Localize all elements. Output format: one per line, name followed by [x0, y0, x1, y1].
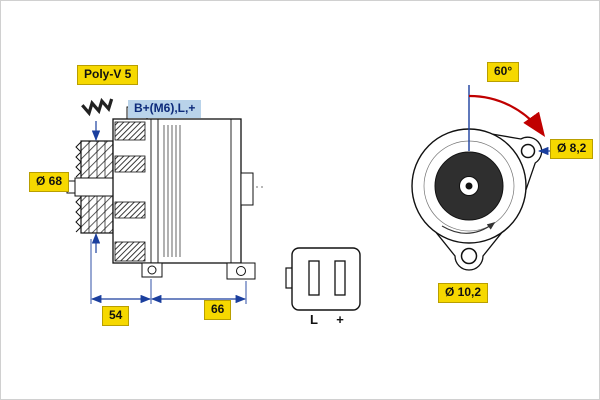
- angle-arc-arrow: [468, 94, 546, 137]
- connector-pin-l-label: L: [310, 312, 318, 327]
- alternator-body: [112, 106, 256, 280]
- connector-pin-l: [308, 260, 320, 296]
- connector-pin-plus: [334, 260, 346, 296]
- dim-66-label: 66: [204, 300, 232, 320]
- rear-view-drawing: [411, 85, 553, 271]
- pulley-type-label: Poly-V 5: [77, 65, 139, 85]
- connector-drawing: [285, 247, 361, 311]
- upper-hole-label: Ø 8,2: [550, 139, 594, 159]
- lower-hole-label: Ø 10,2: [438, 283, 489, 303]
- upper-mounting-hole: [520, 143, 536, 159]
- side-view-drawing: [61, 97, 263, 304]
- connector-pin-plus-label: +: [336, 312, 344, 327]
- rotation-direction-arrow: [441, 222, 496, 234]
- poly-v-belt-icon: [81, 97, 114, 117]
- terminal-label: B+(M6),L,+: [128, 100, 202, 118]
- pulley-diameter-label: Ø 68: [29, 172, 70, 192]
- dim-54-label: 54: [102, 306, 130, 326]
- side-view-dimensions: [90, 121, 247, 304]
- lower-mounting-hole: [460, 247, 478, 265]
- pulley: [66, 140, 120, 234]
- angle-label: 60°: [487, 62, 520, 82]
